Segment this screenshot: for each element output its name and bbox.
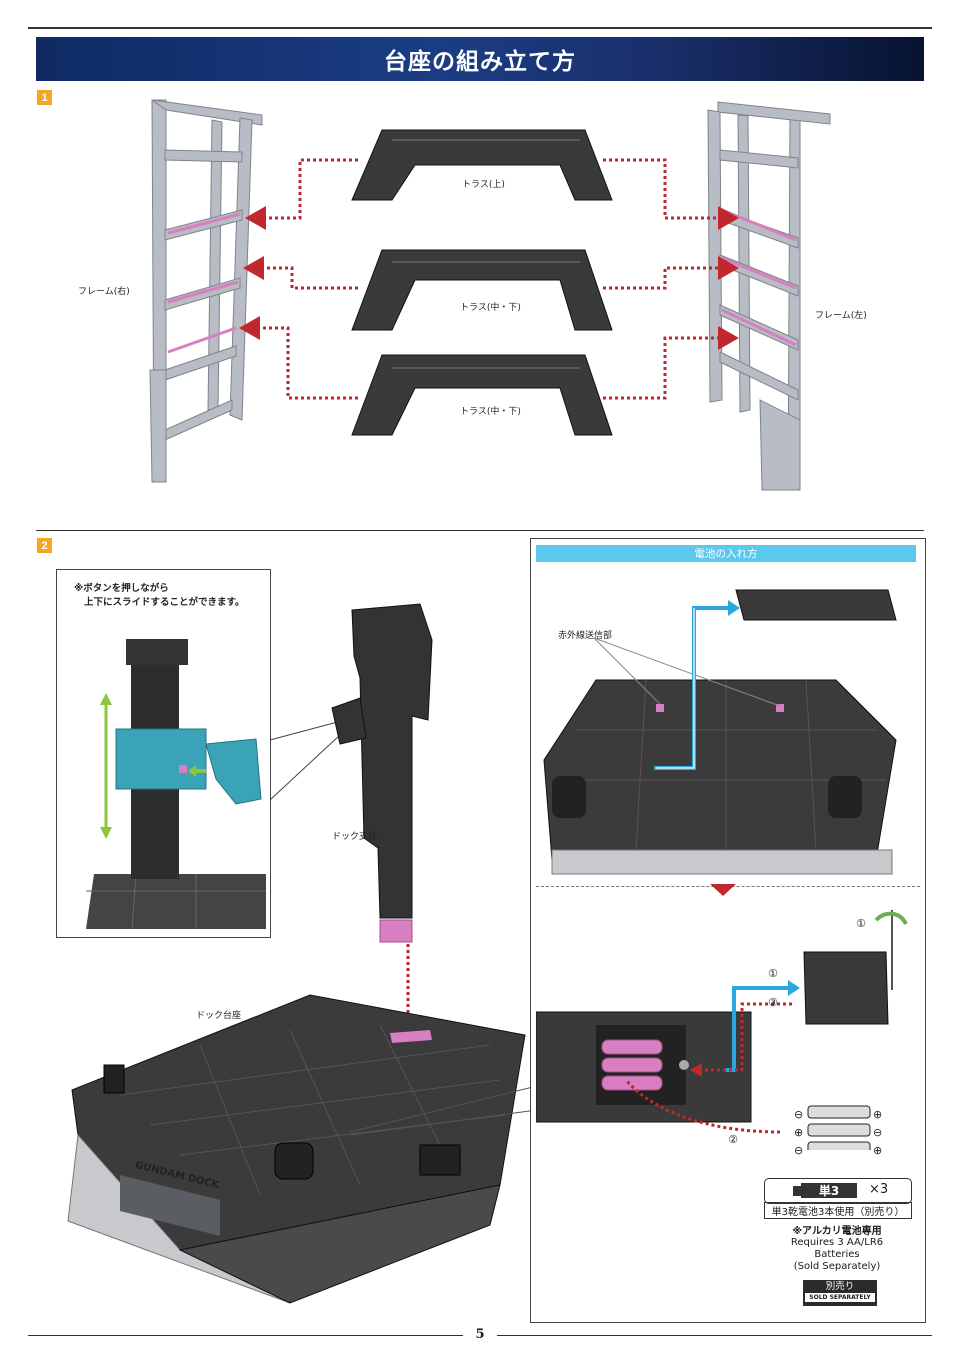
polarity-plus-2: ⊕ [794, 1126, 804, 1139]
battery-sub-label: 単3乾電池3本使用（別売り） [764, 1202, 912, 1219]
dock-pillar-part [331, 603, 433, 943]
battery-icon [793, 1186, 801, 1196]
polarity-minus-2: ⊖ [873, 1126, 883, 1139]
truss-top-label: トラス(上) [462, 180, 505, 190]
truss-low-part [351, 354, 613, 436]
polarity-minus-3: ⊖ [794, 1144, 804, 1157]
english-line-2: Batteries [814, 1249, 860, 1260]
truss-mid-part [351, 249, 613, 331]
frame-left-part [707, 101, 831, 491]
step-mark-2: ② [728, 1133, 738, 1146]
step-mark-3: ③ [768, 996, 778, 1009]
step-mark-1: ① [768, 967, 778, 980]
dock-base-part [67, 994, 526, 1304]
alkaline-note: ※アルカリ電池専用 [792, 1226, 882, 1237]
battery-heading: 電池の入れ方 [536, 545, 916, 562]
battery-type-label: 単3 ×3 [764, 1178, 912, 1204]
battery-compartment-illustration [536, 910, 908, 1150]
truss-mid-label: トラス(中・下) [460, 303, 521, 313]
step-1-illustration [149, 99, 831, 491]
step-1-badge: 1 [37, 90, 52, 105]
dock-base-label: ドック台座 [196, 1011, 242, 1021]
english-requirements: Requires 3 AA/LR6 Batteries (Sold Separa… [764, 1237, 910, 1273]
slider-note-line2: 上下にスライドすることができます。 [84, 597, 245, 608]
step-2-badge: 2 [37, 538, 52, 553]
sold-en: SOLD SEPARATELY [805, 1293, 875, 1302]
polarity-plus-1: ⊕ [873, 1108, 883, 1121]
slider-callout-illustration [86, 639, 266, 930]
battery-size: 単3 [801, 1183, 857, 1198]
title-banner: 台座の組み立て方 [36, 37, 924, 81]
slider-note-line1: ※ボタンを押しながら [74, 583, 169, 594]
step-mark-1-top: ① [856, 917, 866, 930]
battery-cover-illustration [543, 589, 897, 875]
top-rule [28, 27, 932, 29]
footer-rule-left [28, 1335, 463, 1336]
sold-separately-badge: 別売り SOLD SEPARATELY [803, 1280, 877, 1306]
battery-count: ×3 [869, 1182, 889, 1197]
frame-right-label: フレーム(右) [78, 287, 130, 297]
truss-low-label: トラス(中・下) [460, 407, 521, 417]
assembly-arrows [239, 158, 739, 400]
page-title: 台座の組み立て方 [384, 48, 576, 75]
section-rule [36, 530, 924, 531]
frame-right-slots [167, 212, 241, 354]
polarity-minus-1: ⊖ [794, 1108, 804, 1121]
page-number: 5 [475, 1327, 485, 1342]
frame-left-label: フレーム(左) [815, 311, 867, 321]
footer-rule-right [497, 1335, 932, 1336]
dock-pillar-label: ドック支柱 [332, 832, 378, 842]
english-line-1: Requires 3 AA/LR6 [790, 1237, 884, 1248]
ir-label: 赤外線送信部 [558, 631, 613, 641]
english-line-3: (Sold Separately) [793, 1261, 881, 1272]
sold-jp: 別売り [825, 1281, 855, 1292]
polarity-plus-3: ⊕ [873, 1144, 883, 1157]
truss-top-part [351, 129, 613, 201]
